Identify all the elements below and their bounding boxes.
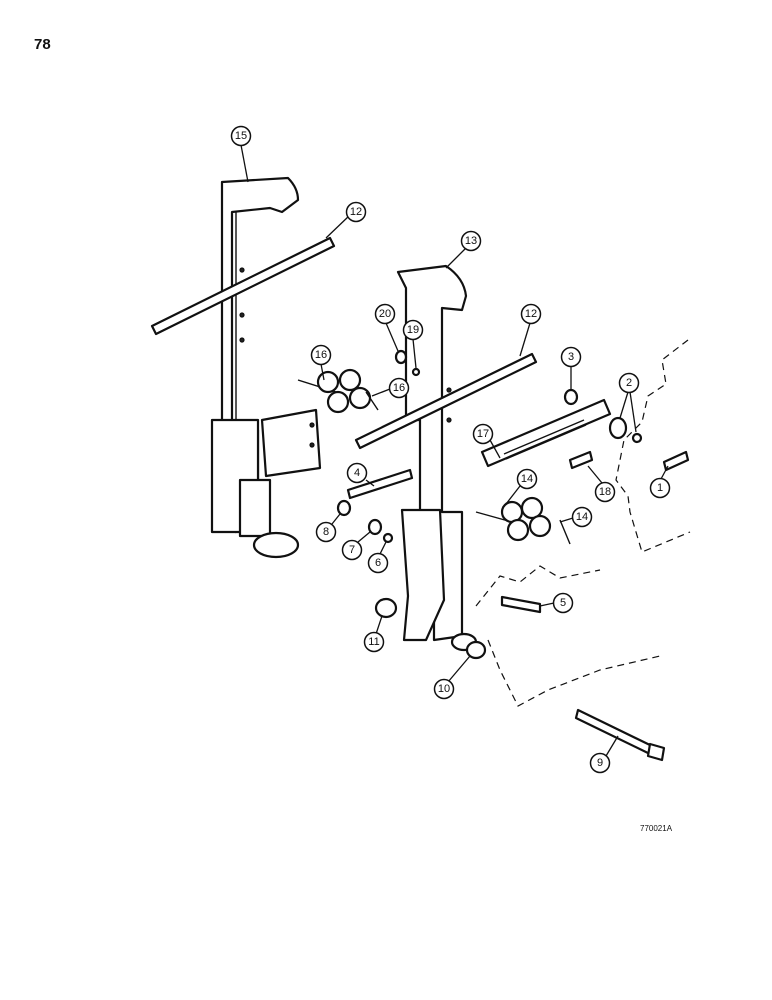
callout-18: 18 (587, 465, 616, 503)
callout-label: 14 (576, 511, 588, 523)
callout-label: 10 (438, 683, 450, 695)
callout-12-right: 12 (519, 303, 542, 357)
chain-link-16 (297, 368, 379, 414)
callout-13: 13 (445, 230, 482, 269)
callout-11: 11 (363, 615, 385, 653)
bolt-9 (574, 708, 654, 756)
part-2 (608, 416, 628, 440)
callout-label: 16 (315, 349, 327, 361)
bolt-5 (500, 595, 542, 614)
page-number: 78 (34, 36, 51, 53)
callout-label: 2 (626, 377, 632, 389)
callout-label: 12 (350, 206, 362, 218)
callout-6: 6 (367, 541, 389, 574)
spring-4 (346, 468, 414, 500)
callout-label: 11 (368, 636, 379, 648)
callout-label: 15 (235, 130, 247, 142)
callout-label: 19 (407, 324, 419, 336)
callout-12-left: 12 (325, 201, 367, 239)
part-6 (382, 532, 394, 544)
callout-16-top: 16 (310, 344, 332, 381)
callout-16-right: 16 (371, 377, 410, 399)
callout-label: 8 (323, 526, 329, 538)
callout-2: 2 (618, 372, 640, 433)
strap-12-left (150, 236, 336, 336)
callout-label: 1 (657, 482, 663, 494)
left-bracket-15 (210, 176, 322, 559)
callout-15: 15 (230, 125, 252, 183)
callout-label: 14 (521, 473, 533, 485)
callout-1: 1 (649, 465, 671, 499)
callout-label: 20 (379, 308, 391, 320)
part-20 (394, 349, 408, 365)
bolt-18 (568, 450, 594, 470)
callout-19: 19 (402, 319, 424, 369)
part-7 (367, 518, 383, 536)
strap-12-right (354, 352, 538, 450)
small-parts (336, 349, 690, 762)
callout-5: 5 (539, 592, 574, 614)
callout-3: 3 (560, 346, 582, 390)
callout-8: 8 (315, 513, 341, 543)
callout-20: 20 (374, 303, 399, 352)
callout-9: 9 (589, 735, 619, 774)
callout-label: 12 (525, 308, 537, 320)
part-8 (336, 499, 352, 517)
callout-label: 4 (354, 467, 360, 479)
callout-7: 7 (341, 531, 371, 561)
callout-4: 4 (346, 462, 375, 487)
part-3 (563, 388, 579, 406)
callout-label: 13 (465, 235, 477, 247)
nut-11 (374, 597, 398, 619)
callout-14-top: 14 (505, 468, 538, 505)
washer-10 (465, 640, 487, 660)
part-19 (411, 367, 421, 377)
callout-14-right: 14 (559, 506, 593, 528)
callout-label: 5 (560, 597, 566, 609)
callout-10: 10 (433, 655, 471, 700)
callout-label: 17 (477, 428, 489, 440)
mounting-frame-outline (475, 339, 691, 707)
callout-label: 6 (375, 557, 381, 569)
callout-label: 18 (599, 486, 611, 498)
chain-link-14 (475, 496, 571, 545)
callout-label: 3 (568, 351, 574, 363)
callout-17: 17 (472, 423, 501, 459)
slotted-plate-17 (480, 398, 612, 468)
callout-label: 7 (349, 544, 355, 556)
bolt-1 (662, 450, 690, 472)
figure-code: 770021A (640, 824, 673, 833)
callout-label: 16 (393, 382, 405, 394)
callout-label: 9 (597, 757, 603, 769)
